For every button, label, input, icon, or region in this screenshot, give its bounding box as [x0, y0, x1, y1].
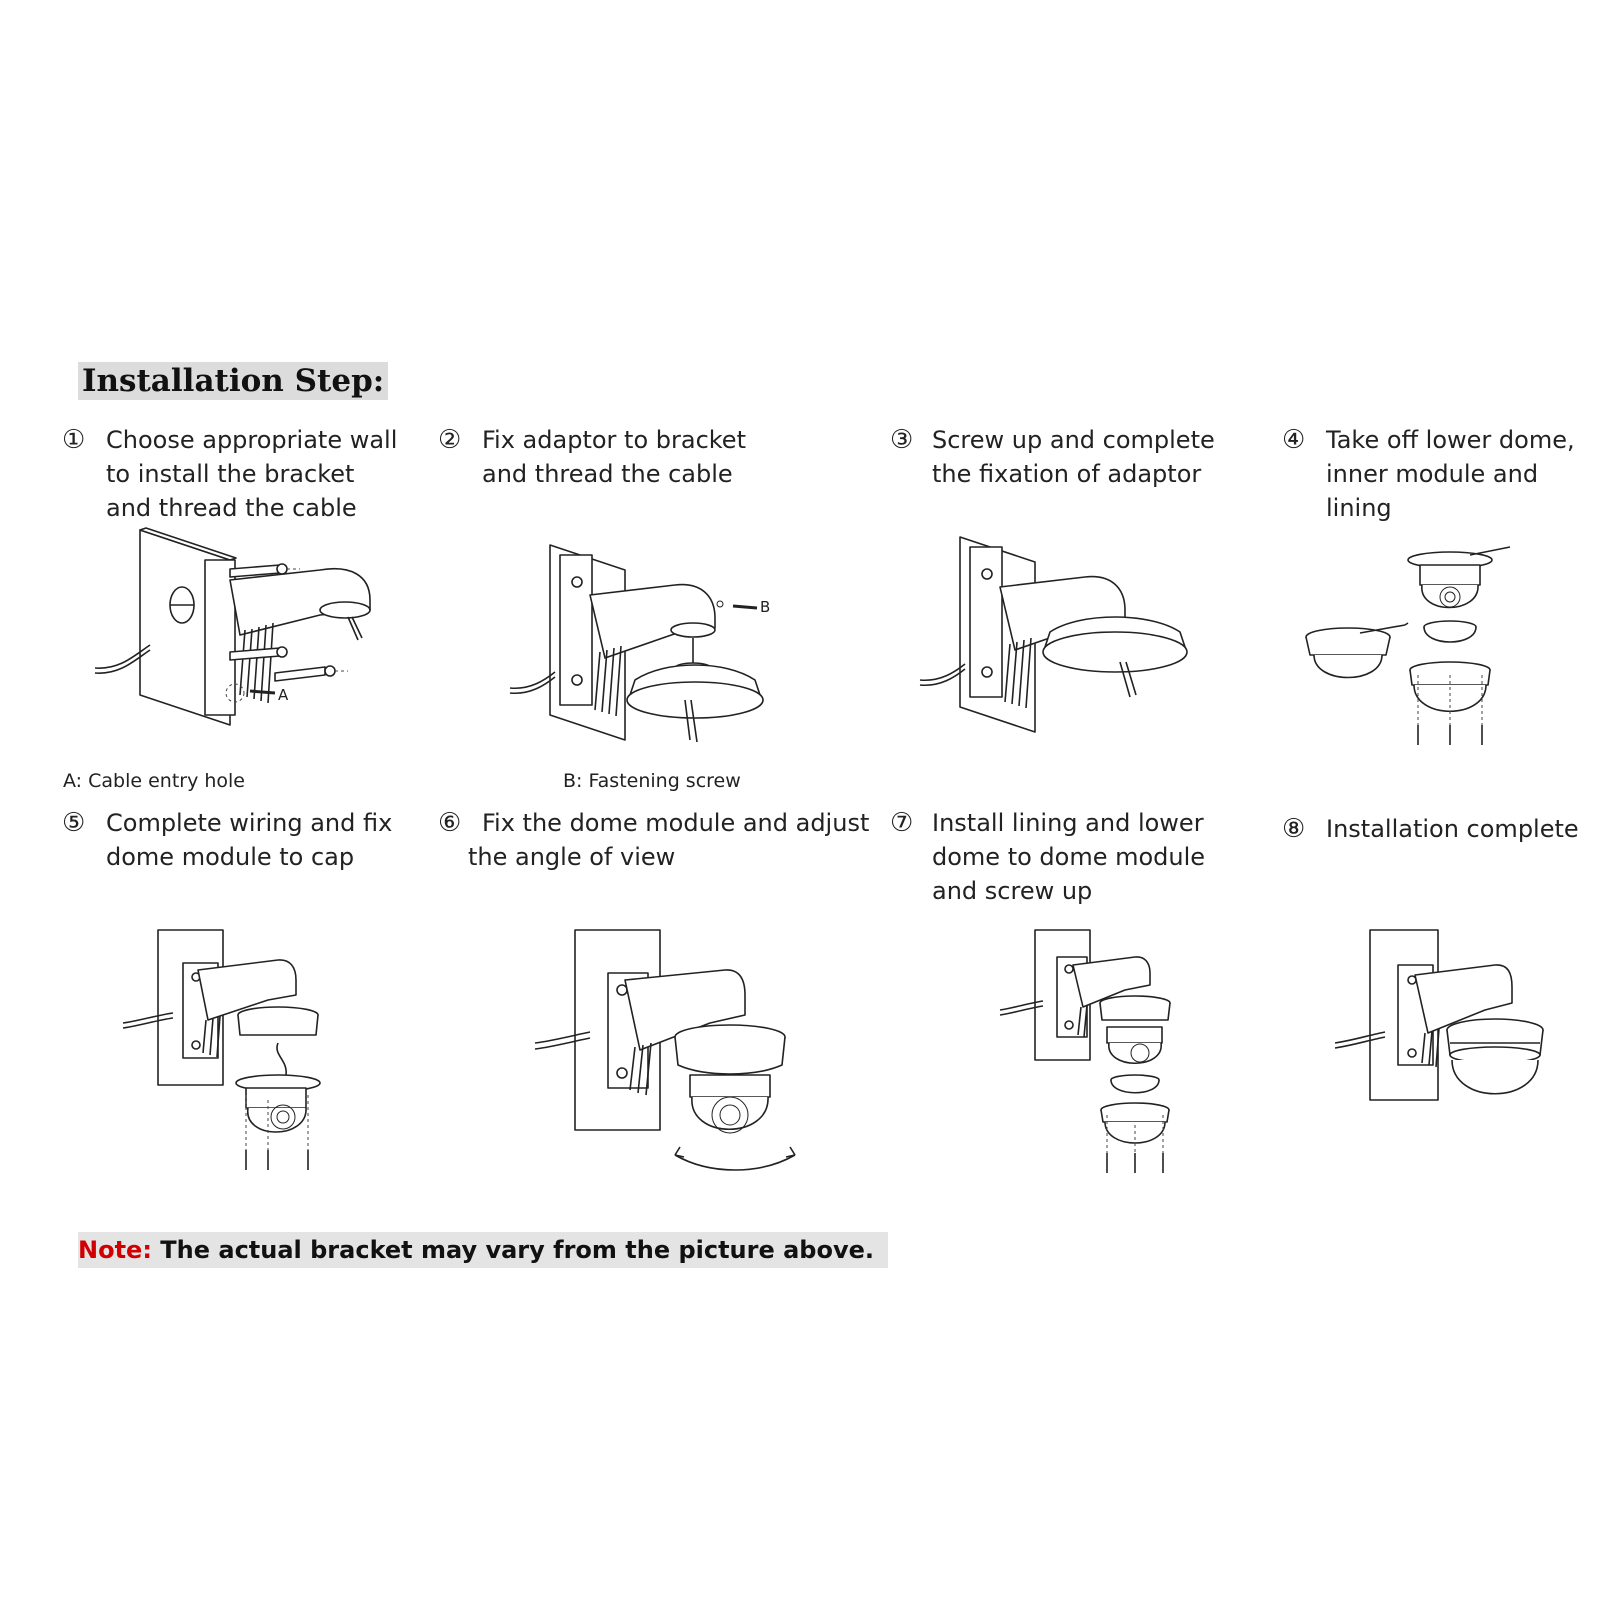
note-prefix: Note:: [78, 1236, 152, 1264]
figure-step-8: [1330, 925, 1555, 1140]
dome-parts-illustration: [1305, 546, 1511, 745]
installation-complete-illustration: [1334, 929, 1544, 1101]
step-5-number: ⑤: [62, 808, 86, 838]
figure-step-4: [1300, 535, 1575, 750]
page-title: Installation Step:: [78, 362, 389, 400]
step-6-text: Fix the dome module and adjust the angle…: [468, 809, 870, 871]
bracket-adaptor-illustration: B: [509, 544, 770, 743]
step-4-text: Take off lower dome, inner module and li…: [1326, 426, 1575, 522]
label-b: B: [760, 598, 770, 616]
figure-step-5: [118, 925, 338, 1175]
step-2-number: ②: [438, 425, 462, 455]
step-4-number: ④: [1282, 425, 1306, 455]
figure-step-2: B: [505, 540, 800, 750]
adjust-angle-illustration: [534, 929, 796, 1171]
step-5-text: Complete wiring and fix dome module to c…: [106, 809, 393, 871]
install-lining-illustration: [999, 929, 1171, 1173]
figure-step-3: [915, 532, 1215, 742]
note-text: The actual bracket may vary from the pic…: [151, 1236, 875, 1264]
bracket-fixed-adaptor-illustration: [919, 536, 1188, 733]
step-3-number: ③: [890, 425, 914, 455]
caption-b: B: Fastening screw: [563, 770, 741, 792]
step-8-number: ⑧: [1282, 814, 1306, 844]
step-7-text: Install lining and lower dome to dome mo…: [932, 809, 1206, 905]
figure-step-6: [530, 925, 810, 1180]
caption-a: A: Cable entry hole: [63, 770, 245, 792]
step-8-text: Installation complete: [1326, 815, 1579, 843]
step-2-text: Fix adaptor to bracket and thread the ca…: [482, 426, 746, 488]
step-3-text: Screw up and complete the fixation of ad…: [932, 426, 1215, 488]
label-a: A: [278, 686, 289, 704]
step-7-number: ⑦: [890, 808, 914, 838]
wiring-dome-module-illustration: [122, 929, 321, 1170]
note-banner: Note: The actual bracket may vary from t…: [78, 1232, 889, 1268]
step-6-number: ⑥: [438, 808, 462, 838]
step-1-text: Choose appropriate wall to install the b…: [106, 426, 398, 522]
step-1-number: ①: [62, 425, 86, 455]
bracket-wall-illustration: A: [94, 527, 371, 726]
figure-step-7: [995, 925, 1195, 1180]
figure-step-1: A: [90, 525, 390, 730]
